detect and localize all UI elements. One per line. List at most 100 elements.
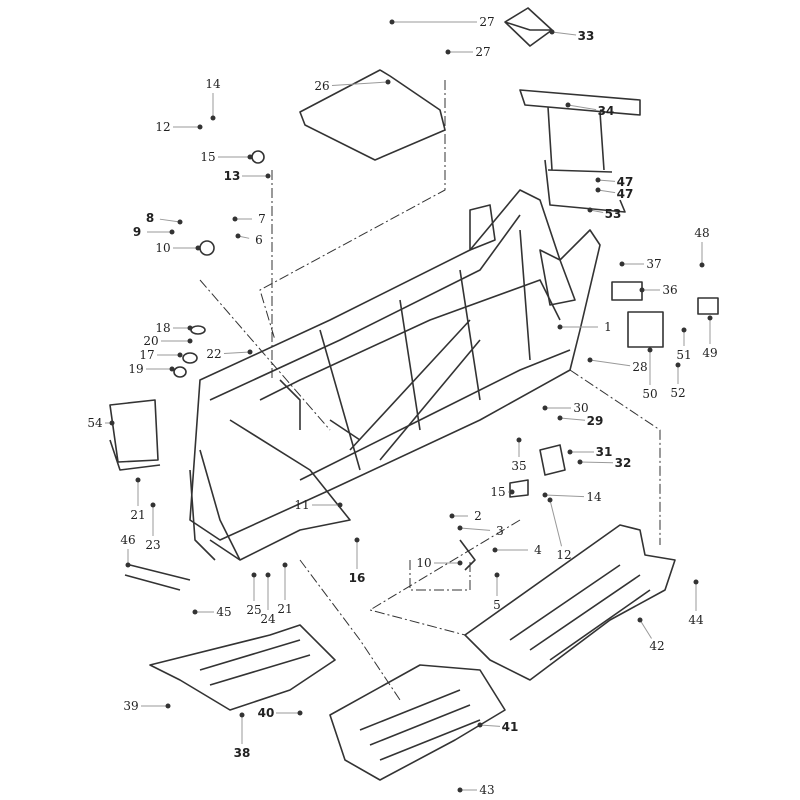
callout-54: 54 xyxy=(87,416,103,430)
part-26 xyxy=(299,69,446,161)
part-33-envelope xyxy=(504,7,553,47)
fastener-dot xyxy=(577,459,583,465)
fastener-dot xyxy=(232,216,238,222)
fastener-dot xyxy=(389,19,395,25)
callout-47: 47 xyxy=(616,187,634,201)
part-38-skid-plate xyxy=(149,624,336,711)
fastener-dot xyxy=(595,177,601,183)
fastener-dot xyxy=(297,710,303,716)
fastener-dot xyxy=(492,547,498,553)
callout-8: 8 xyxy=(145,211,155,225)
callout-15: 15 xyxy=(200,150,216,164)
callout-30: 30 xyxy=(573,401,589,415)
callout-6: 6 xyxy=(255,233,263,247)
fastener-dot xyxy=(282,562,288,568)
fastener-dot xyxy=(595,187,601,193)
callout-10: 10 xyxy=(416,556,432,570)
fastener-dot xyxy=(516,437,522,443)
fastener-dot xyxy=(693,579,699,585)
main-frame xyxy=(189,189,601,561)
fastener-dot xyxy=(681,327,687,333)
callout-35: 35 xyxy=(511,459,527,473)
fastener-dot xyxy=(587,207,593,213)
fastener-dot xyxy=(675,362,681,368)
fastener-dot xyxy=(509,489,515,495)
callout-2: 2 xyxy=(474,509,482,523)
leader-line xyxy=(567,104,597,111)
leader-line xyxy=(551,31,577,36)
fastener-dot xyxy=(169,229,175,235)
fastener-dot xyxy=(187,338,193,344)
fastener-dot xyxy=(239,712,245,718)
leader-line xyxy=(597,179,616,182)
callout-41: 41 xyxy=(501,720,519,734)
fastener-dot xyxy=(165,703,171,709)
leader-line xyxy=(544,494,585,498)
callout-15: 15 xyxy=(490,485,506,499)
callout-51: 51 xyxy=(676,348,692,362)
callout-21: 21 xyxy=(277,602,293,616)
fastener-dot xyxy=(265,173,271,179)
fastener-dot xyxy=(265,572,271,578)
callout-38: 38 xyxy=(233,746,251,760)
callout-23: 23 xyxy=(145,538,161,552)
fastener-dot xyxy=(477,722,483,728)
callout-18: 18 xyxy=(155,321,171,335)
fastener-dot xyxy=(457,560,463,566)
fastener-dot xyxy=(177,352,183,358)
leader-line xyxy=(459,527,491,531)
callout-26: 26 xyxy=(314,79,330,93)
fastener-dot xyxy=(235,233,241,239)
leader-line xyxy=(589,359,631,367)
fastener-dot xyxy=(567,449,573,455)
callout-46: 46 xyxy=(120,533,136,547)
callout-40: 40 xyxy=(257,706,275,720)
fastener-dot xyxy=(707,315,713,321)
leader-line xyxy=(597,189,616,194)
callout-34: 34 xyxy=(597,104,615,118)
callout-49: 49 xyxy=(702,346,718,360)
callout-4: 4 xyxy=(534,543,542,557)
fastener-dot xyxy=(192,609,198,615)
fastener-dot xyxy=(449,513,455,519)
callout-48: 48 xyxy=(694,226,710,240)
callout-25: 25 xyxy=(246,603,262,617)
callout-11: 11 xyxy=(294,498,310,512)
fastener-dot xyxy=(457,787,463,793)
callout-21: 21 xyxy=(130,508,146,522)
callout-39: 39 xyxy=(123,699,139,713)
fastener-dot xyxy=(565,102,571,108)
callout-47: 47 xyxy=(616,175,634,189)
callout-22: 22 xyxy=(206,347,222,361)
fastener-dot xyxy=(210,115,216,121)
callout-7: 7 xyxy=(258,212,266,226)
fastener-dot xyxy=(619,261,625,267)
part-34 xyxy=(519,89,641,173)
callout-14: 14 xyxy=(586,490,602,504)
fastener-dot xyxy=(354,537,360,543)
fastener-dot xyxy=(445,49,451,55)
callout-3: 3 xyxy=(496,524,504,538)
fastener-dot xyxy=(587,357,593,363)
leader-line xyxy=(549,499,563,547)
callout-37: 37 xyxy=(646,257,662,271)
fastener-dot xyxy=(639,287,645,293)
callout-14: 14 xyxy=(205,77,221,91)
callout-44: 44 xyxy=(688,613,704,627)
fastener-dot xyxy=(251,572,257,578)
callout-43: 43 xyxy=(479,783,495,797)
part-42-skid-plate xyxy=(464,524,676,681)
part-53 xyxy=(544,159,626,213)
callout-16: 16 xyxy=(348,571,366,585)
fastener-dot xyxy=(637,617,643,623)
fastener-dot xyxy=(542,405,548,411)
fastener-dot xyxy=(549,29,555,35)
callout-20: 20 xyxy=(143,334,159,348)
part-41-skid-plate xyxy=(329,664,506,781)
callout-31: 31 xyxy=(595,445,613,459)
part-54 xyxy=(109,399,161,471)
callout-10: 10 xyxy=(155,241,171,255)
fastener-dot xyxy=(457,525,463,531)
fastener-dot xyxy=(197,124,203,130)
